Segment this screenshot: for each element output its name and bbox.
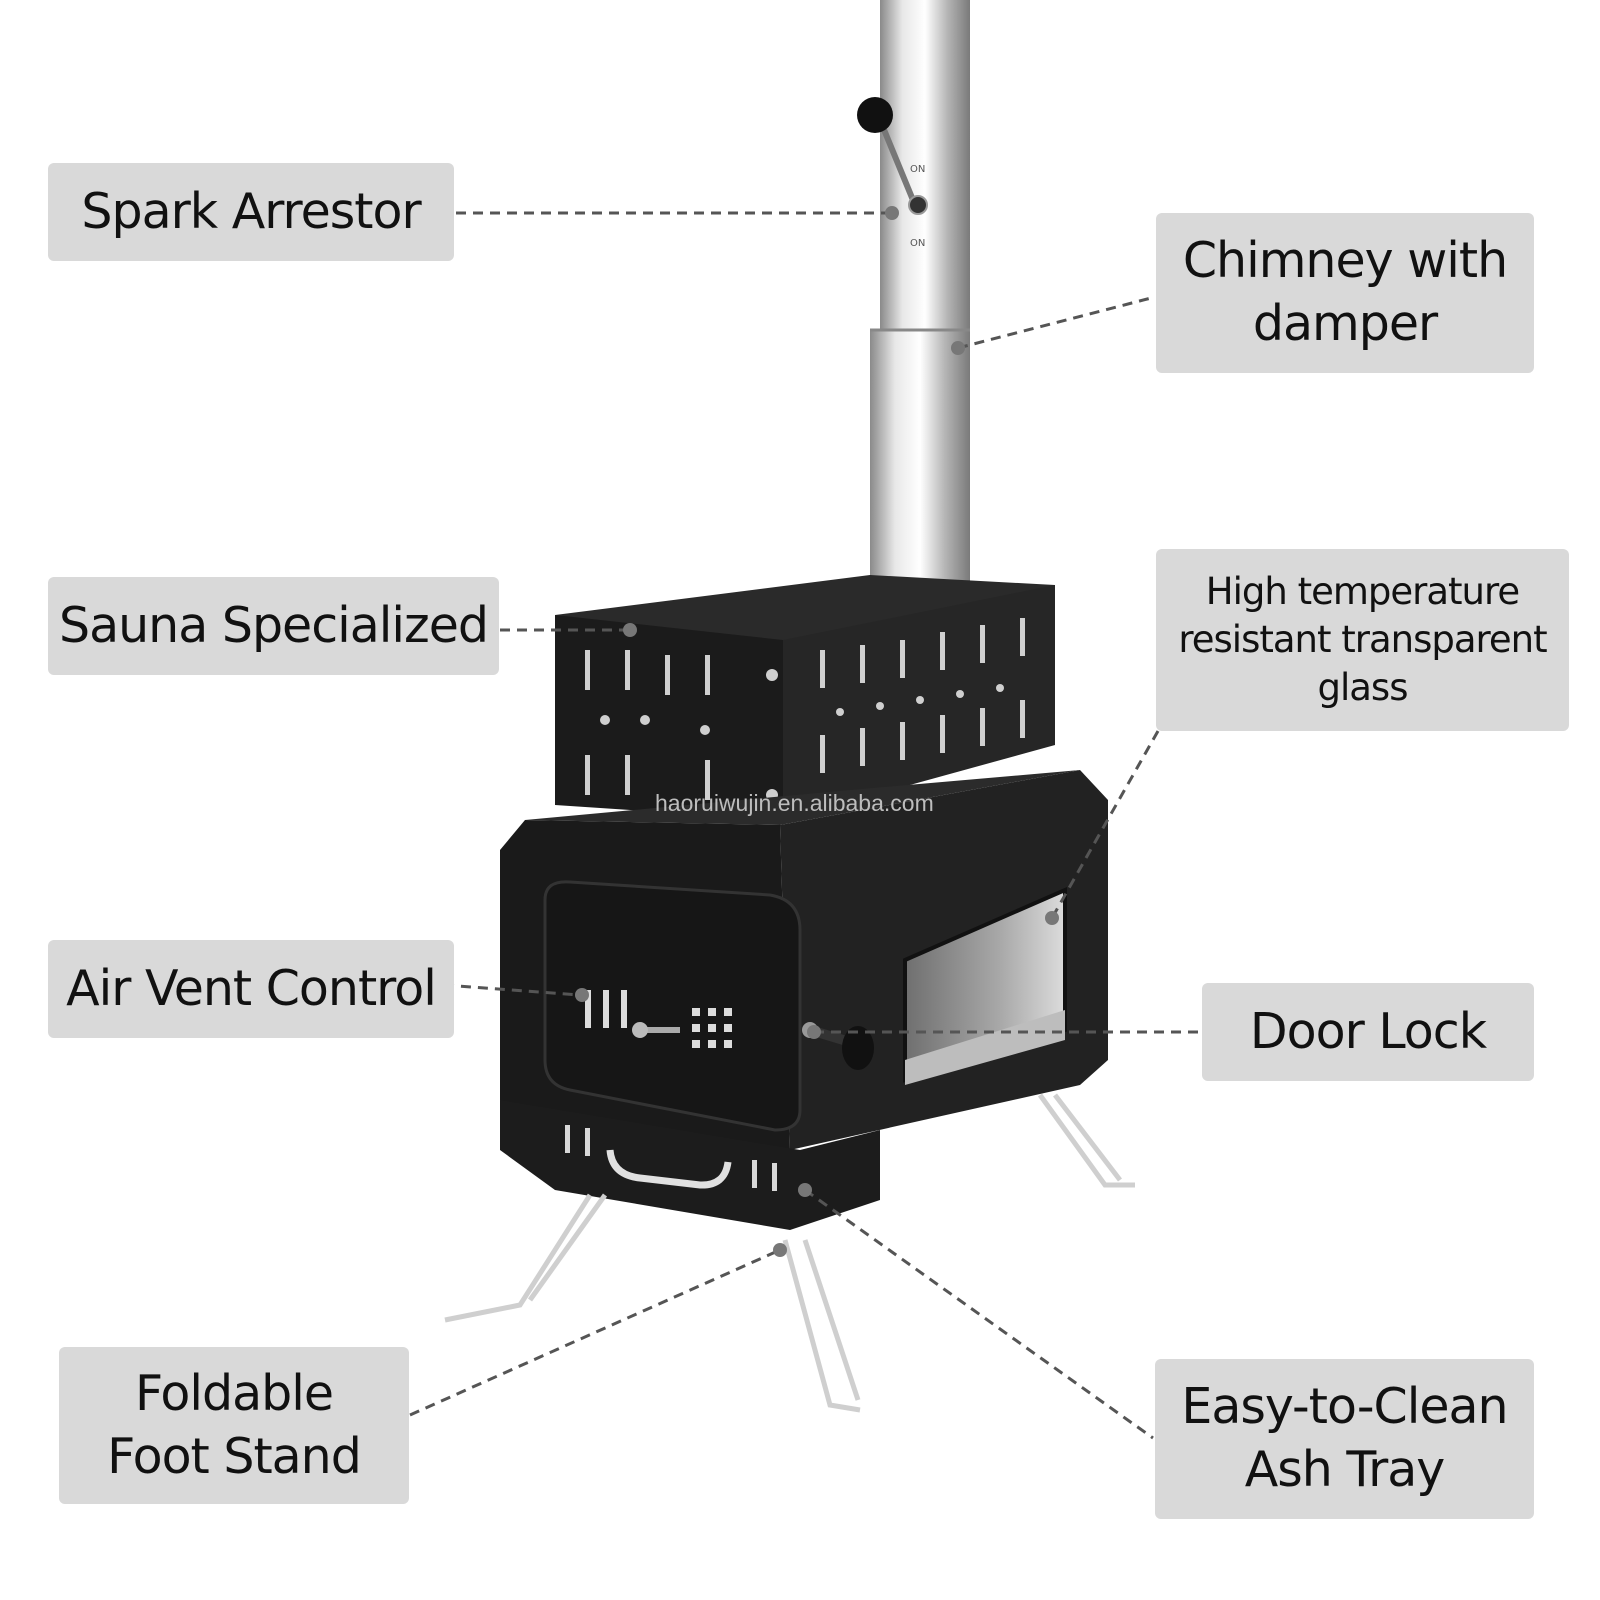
damper-mark-bottom: ON [910,238,925,249]
foldable-legs [444,1093,1135,1413]
label-ash-tray: Easy-to-Clean Ash Tray [1155,1359,1534,1519]
air-vent-slots [585,990,732,1048]
sauna-stone-basket [555,575,1055,820]
label-sauna-specialized: Sauna Specialized [48,577,499,675]
label-door-lock: Door Lock [1202,983,1534,1081]
damper-mark-top: ON [910,164,925,175]
watermark: haoruiwujin.en.alibaba.com [655,790,934,816]
label-air-vent-control: Air Vent Control [48,940,454,1038]
label-transparent-glass: High temperature resistant transparent g… [1156,549,1569,731]
leader-lines [409,211,1202,1440]
damper-handle: ON ON [857,97,928,249]
ash-tray [500,1100,880,1230]
stove-door [543,880,802,1132]
leader-dots [575,206,1059,1257]
label-foldable-foot-stand: Foldable Foot Stand [59,1347,409,1504]
chimney-pipe [870,0,970,610]
label-chimney-damper: Chimney with damper [1156,213,1534,373]
label-spark-arrestor: Spark Arrestor [48,163,454,261]
